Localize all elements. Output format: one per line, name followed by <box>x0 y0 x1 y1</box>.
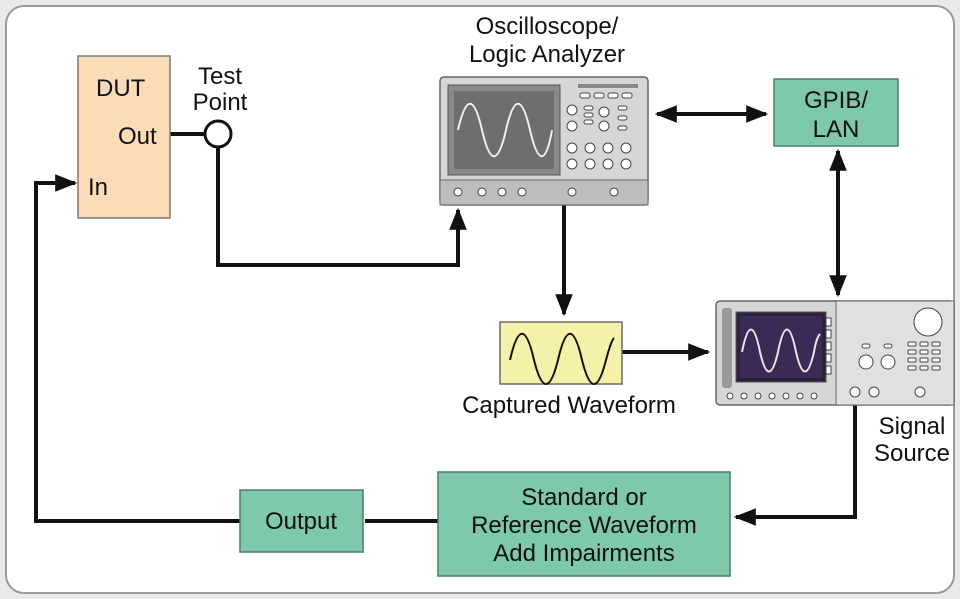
diagram-frame <box>5 5 955 594</box>
connection-wires <box>34 105 857 526</box>
oscilloscope-trace <box>457 103 553 157</box>
dut-block: DUT Out In <box>77 55 171 219</box>
output-label: Output <box>265 508 337 535</box>
captured-waveform-trace <box>509 333 615 385</box>
signal-source-trace <box>741 328 821 373</box>
output-block: Output <box>239 489 364 553</box>
captured-waveform-block: Captured Waveform <box>462 321 676 419</box>
dut-title: DUT <box>96 75 146 102</box>
test-point-circle <box>203 119 233 149</box>
dut-in-label: In <box>88 174 108 201</box>
oscilloscope-screen <box>454 91 554 169</box>
oscilloscope-logic-analyzer: Oscilloscope/ Logic Analyzer <box>439 13 649 206</box>
oscilloscope-label-line1: Oscilloscope/ <box>476 13 619 40</box>
dut-out-label: Out <box>118 123 157 150</box>
reference-label-line2: Reference Waveform <box>471 512 697 539</box>
test-point-label-line1: Test <box>198 63 242 90</box>
gpib-label-line1: GPIB/ <box>804 87 868 114</box>
reference-label-line3: Add Impairments <box>493 540 674 567</box>
signal-source-label-line1: Signal <box>879 413 946 440</box>
test-point-label-line2: Point <box>193 89 248 116</box>
reference-label-line1: Standard or <box>521 484 646 511</box>
reference-waveform-block: Standard or Reference Waveform Add Impai… <box>437 471 731 577</box>
wire-testpoint-to-scope <box>216 147 467 267</box>
captured-waveform-label: Captured Waveform <box>462 392 676 419</box>
signal-source-screen <box>740 316 822 378</box>
wire-source-to-reference <box>733 394 857 526</box>
gpib-label-line2: LAN <box>813 116 860 143</box>
wire-output-to-dut-in <box>34 174 240 523</box>
signal-source-label-line2: Source <box>874 440 950 467</box>
oscilloscope-label-line2: Logic Analyzer <box>469 41 625 68</box>
gpib-lan-block: GPIB/ LAN <box>773 78 899 147</box>
signal-source-instrument: Signal Source <box>715 300 955 467</box>
